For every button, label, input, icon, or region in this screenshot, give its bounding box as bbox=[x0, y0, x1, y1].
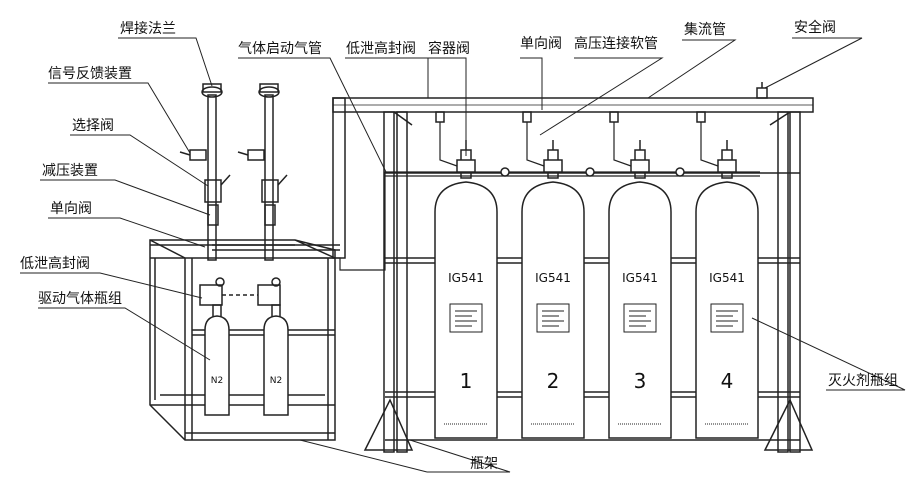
safety-valve-shape bbox=[756, 82, 768, 99]
rack-foot-left bbox=[363, 398, 414, 451]
rack-post-right-inner bbox=[777, 111, 789, 453]
cylinder-number: 2 bbox=[547, 369, 560, 393]
leader-lines bbox=[20, 37, 906, 473]
driver-pipework bbox=[179, 83, 340, 306]
cylinder-model-label: IG541 bbox=[535, 271, 571, 285]
label-hp-hose: 高压连接软管 bbox=[574, 36, 658, 52]
rack-post-left-outer bbox=[383, 111, 395, 453]
driver-cylinders: N2 N2 bbox=[204, 304, 289, 416]
label-gas-start-pipe: 气体启动气管 bbox=[238, 41, 322, 57]
start-pipe-vertical bbox=[332, 97, 346, 259]
extinguisher-cylinders: IG541 1 IG541 2 IG541 3 IG541 4 bbox=[434, 111, 759, 439]
label-extinguisher-group: 灭火剂瓶组 bbox=[828, 373, 898, 389]
cylinder-1: IG541 1 bbox=[434, 111, 498, 439]
label-signal-feedback: 信号反馈装置 bbox=[48, 66, 132, 82]
driver-cylinder-2: N2 bbox=[263, 304, 289, 416]
label-selector-valve: 选择阀 bbox=[72, 118, 114, 134]
label-rack: 瓶架 bbox=[470, 456, 498, 472]
label-low-leak-seal-valve-left: 低泄高封阀 bbox=[20, 256, 90, 272]
label-pressure-reducer: 减压装置 bbox=[42, 163, 98, 179]
cylinder-number: 4 bbox=[721, 369, 734, 393]
label-weld-flange: 焊接法兰 bbox=[120, 21, 176, 37]
rack-foot-right bbox=[763, 398, 814, 451]
label-safety-valve: 安全阀 bbox=[794, 20, 836, 36]
label-check-valve-top: 单向阀 bbox=[520, 36, 562, 52]
label-check-valve-left: 单向阀 bbox=[50, 201, 92, 217]
label-container-valve: 容器阀 bbox=[428, 41, 470, 57]
label-low-leak-seal-valve-top: 低泄高封阀 bbox=[346, 41, 416, 57]
cylinder-4: IG541 4 bbox=[695, 111, 759, 439]
rack-post-right-outer bbox=[789, 111, 801, 453]
rack-post-left-inner bbox=[396, 111, 408, 453]
cylinder-2: IG541 2 bbox=[521, 111, 585, 439]
cylinder-3: IG541 3 bbox=[608, 111, 672, 439]
driver-cylinder-label: N2 bbox=[211, 376, 223, 386]
cylinder-model-label: IG541 bbox=[448, 271, 484, 285]
cylinder-number: 1 bbox=[460, 369, 473, 393]
cylinder-model-label: IG541 bbox=[709, 271, 745, 285]
label-driver-gas-group: 驱动气体瓶组 bbox=[38, 291, 122, 307]
driver-cylinder-1: N2 bbox=[204, 304, 230, 416]
cylinder-number: 3 bbox=[634, 369, 647, 393]
driver-cylinder-label: N2 bbox=[270, 376, 282, 386]
label-manifold: 集流管 bbox=[684, 22, 726, 38]
cylinder-model-label: IG541 bbox=[622, 271, 658, 285]
